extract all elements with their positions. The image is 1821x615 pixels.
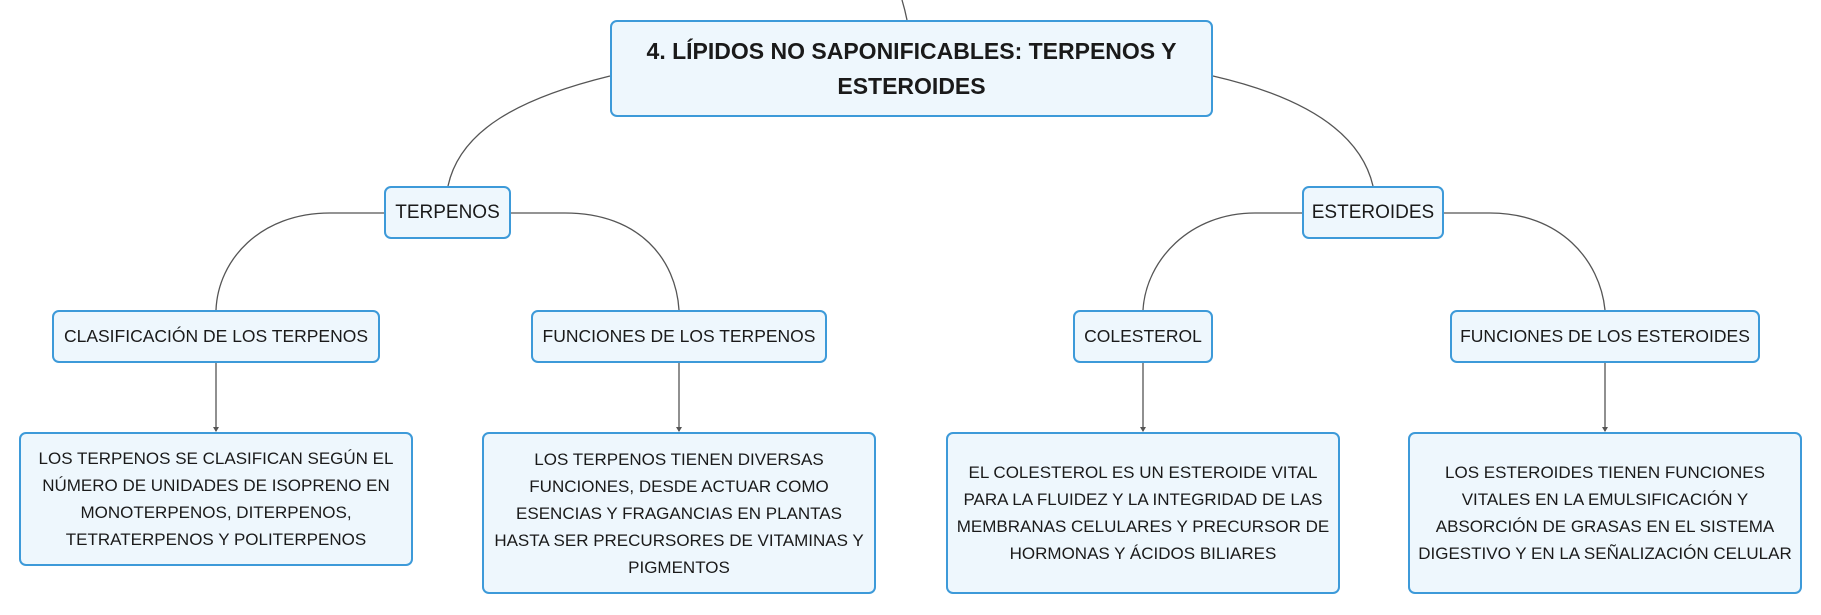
arrowhead <box>1140 427 1146 432</box>
branch-node-terpenos[interactable]: TERPENOS <box>384 186 511 239</box>
branch-label: TERPENOS <box>395 201 500 223</box>
detail-text: EL COLESTEROL ES UN ESTEROIDE VITAL PARA… <box>956 463 1330 563</box>
detail-node-funciones-terpenos[interactable]: LOS TERPENOS TIENEN DIVERSAS FUNCIONES, … <box>482 432 876 594</box>
arrowhead <box>1602 427 1608 432</box>
branch-node-esteroides[interactable]: ESTEROIDES <box>1302 186 1444 239</box>
detail-text: LOS TERPENOS SE CLASIFICAN SEGÚN EL NÚME… <box>38 449 394 549</box>
detail-node-clasificacion-terpenos[interactable]: LOS TERPENOS SE CLASIFICAN SEGÚN EL NÚME… <box>19 432 413 566</box>
topic-label: FUNCIONES DE LOS TERPENOS <box>542 326 816 346</box>
topic-label: FUNCIONES DE LOS ESTEROIDES <box>1460 326 1750 346</box>
detail-node-colesterol[interactable]: EL COLESTEROL ES UN ESTEROIDE VITAL PARA… <box>946 432 1340 594</box>
connector-esteroides-to-colesterol <box>1142 212 1302 311</box>
connector-root-to-esteroides <box>1212 75 1374 187</box>
connector-parent-to-root <box>901 0 908 21</box>
topic-node-colesterol[interactable]: COLESTEROL <box>1073 310 1213 363</box>
connector-terpenos-to-clasificacion <box>215 212 384 311</box>
topic-label: CLASIFICACIÓN DE LOS TERPENOS <box>63 326 369 346</box>
arrowhead <box>213 427 219 432</box>
topic-node-clasificacion-terpenos[interactable]: CLASIFICACIÓN DE LOS TERPENOS <box>52 310 380 363</box>
topic-node-funciones-esteroides[interactable]: FUNCIONES DE LOS ESTEROIDES <box>1450 310 1760 363</box>
root-label: 4. LÍPIDOS NO SAPONIFICABLES: TERPENOS Y… <box>646 37 1177 99</box>
detail-text: LOS TERPENOS TIENEN DIVERSAS FUNCIONES, … <box>494 449 864 577</box>
root-node[interactable]: 4. LÍPIDOS NO SAPONIFICABLES: TERPENOS Y… <box>610 20 1213 117</box>
connector-terpenos-to-funciones <box>511 212 680 311</box>
branch-label: ESTEROIDES <box>1311 201 1435 223</box>
topic-label: COLESTEROL <box>1084 326 1202 346</box>
arrowhead <box>676 427 682 432</box>
detail-node-funciones-esteroides[interactable]: LOS ESTEROIDES TIENEN FUNCIONES VITALES … <box>1408 432 1802 594</box>
connector-root-to-terpenos <box>447 75 611 187</box>
topic-node-funciones-terpenos[interactable]: FUNCIONES DE LOS TERPENOS <box>531 310 827 363</box>
connector-esteroides-to-funciones <box>1444 212 1606 311</box>
detail-text: LOS ESTEROIDES TIENEN FUNCIONES VITALES … <box>1418 463 1792 563</box>
